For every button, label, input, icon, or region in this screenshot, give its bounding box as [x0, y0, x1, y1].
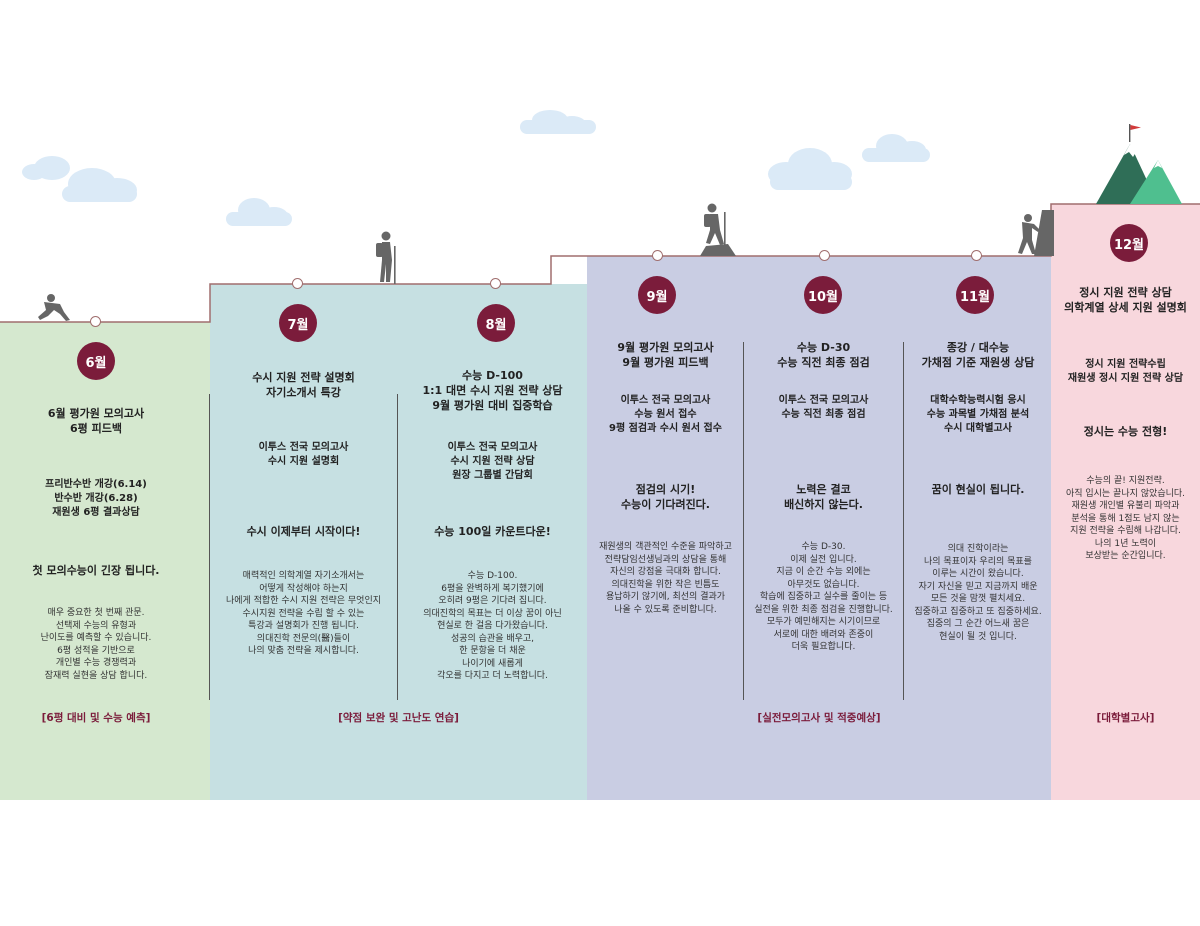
tag-july-august: [약점 보완 및 고난도 연습]: [338, 712, 459, 724]
tag-june: [6평 대비 및 수능 예측]: [41, 712, 151, 724]
timeline-dot: [652, 250, 663, 261]
month-badge-november: 11월: [956, 276, 994, 314]
december-heading: 정시 지원 전략 상담 의학계열 상세 지원 설명회: [1064, 286, 1187, 314]
tag-december: [대학별고사]: [1096, 712, 1155, 724]
september-sub: 이투스 전국 모의고사 수능 원서 접수 9평 점검과 수시 원서 접수: [609, 395, 722, 434]
july-slogan: 수시 이제부터 시작이다!: [246, 525, 361, 538]
august-heading: 수능 D-100 1:1 대면 수시 지원 전략 상담 9월 평가원 대비 집중…: [422, 369, 563, 412]
timeline-dot: [90, 316, 101, 327]
panel-september-november: [587, 256, 1051, 800]
panel-june: [0, 322, 210, 800]
july-body: 매력적인 의학계열 자기소개서는 어떻게 작성해야 하는지 나에게 적합한 수시…: [225, 571, 382, 656]
august-sub: 이투스 전국 모의고사 수시 지원 전략 상담 원장 그룹별 간담회: [447, 442, 538, 481]
month-badge-december: 12월: [1110, 224, 1148, 262]
month-badge-august: 8월: [477, 304, 515, 342]
cloud-icon: [768, 148, 852, 190]
flag-icon: [1129, 124, 1141, 142]
november-sub: 대학수학능력시험 응시 수능 과목별 가채점 분석 수시 대학별고사: [926, 395, 1030, 434]
crouching-runner-icon: [38, 294, 70, 321]
october-body: 수능 D-30. 이제 실전 입니다. 지금 이 순간 수능 외에는 아무것도 …: [754, 542, 893, 652]
june-heading: 6월 평가원 모의고사 6평 피드백: [47, 407, 145, 435]
hiker-with-pole-icon: [376, 231, 396, 284]
tag-september-november: [실전모의고사 및 적중예상]: [757, 712, 881, 724]
timeline-dot: [292, 278, 303, 289]
month-badge-september: 9월: [638, 276, 676, 314]
mountain-peak-icon: [1096, 144, 1182, 204]
cloud-icon: [862, 134, 930, 162]
hiker-on-rock-icon: [700, 203, 736, 256]
july-sub: 이투스 전국 모의고사 수시 지원 설명회: [258, 442, 349, 467]
june-sub: 프리반수반 개강(6.14) 반수반 개강(6.28) 재원생 6평 결과상담: [45, 479, 147, 518]
timeline-dot: [971, 250, 982, 261]
september-slogan: 점검의 시기! 수능이 기다려진다.: [621, 483, 710, 511]
november-slogan: 꿈이 현실이 됩니다.: [931, 483, 1025, 496]
panel-december: [1051, 204, 1200, 800]
timeline-dot: [490, 278, 501, 289]
november-heading: 종강 / 대수능 가채점 기준 재원생 상담: [921, 341, 1035, 369]
panel-july-august: [210, 284, 587, 800]
november-body: 의대 진학이라는 나의 목표이자 우리의 목표를 이루는 시간이 왔습니다. 자…: [914, 544, 1042, 642]
column-divider: [743, 342, 744, 700]
month-badge-july: 7월: [279, 304, 317, 342]
progress-step-line: [0, 203, 1200, 323]
column-divider: [397, 394, 398, 700]
cloud-icon: [226, 198, 292, 226]
december-sub: 정시 지원 전략수립 재원생 정시 지원 전략 상담: [1067, 359, 1184, 384]
june-body: 매우 중요한 첫 번째 관문. 선택제 수능의 유형과 난이도를 예측할 수 있…: [40, 608, 152, 681]
december-body: 수능의 끝! 지원전략. 아직 입시는 끝나지 않았습니다. 재원생 개인별 유…: [1065, 476, 1186, 561]
timeline-dot: [819, 250, 830, 261]
october-sub: 이투스 전국 모의고사 수능 직전 최종 점검: [778, 395, 869, 420]
cloud-icon: [520, 110, 596, 134]
december-slogan: 정시는 수능 전형!: [1083, 425, 1168, 438]
august-slogan: 수능 100일 카운트다운!: [434, 525, 551, 538]
column-divider: [209, 394, 210, 700]
cloud-icon: [22, 156, 137, 202]
month-badge-october: 10월: [804, 276, 842, 314]
september-body: 재원생의 객관적인 수준을 파악하고 전략담임선생님과의 상담을 통해 자신의 …: [599, 542, 732, 615]
climber-icon: [1018, 210, 1054, 256]
october-heading: 수능 D-30 수능 직전 최종 점검: [777, 341, 870, 369]
september-heading: 9월 평가원 모의고사 9월 평가원 피드백: [617, 341, 714, 369]
month-badge-june: 6월: [77, 342, 115, 380]
august-body: 수능 D-100. 6평을 완벽하게 복기했기에 오히려 9평은 기다려 집니다…: [423, 571, 562, 681]
column-divider: [903, 342, 904, 700]
july-heading: 수시 지원 전략 설명회 자기소개서 특강: [252, 371, 355, 399]
october-slogan: 노력은 결코 배신하지 않는다.: [784, 483, 863, 511]
june-slogan: 첫 모의수능이 긴장 됩니다.: [32, 564, 160, 577]
